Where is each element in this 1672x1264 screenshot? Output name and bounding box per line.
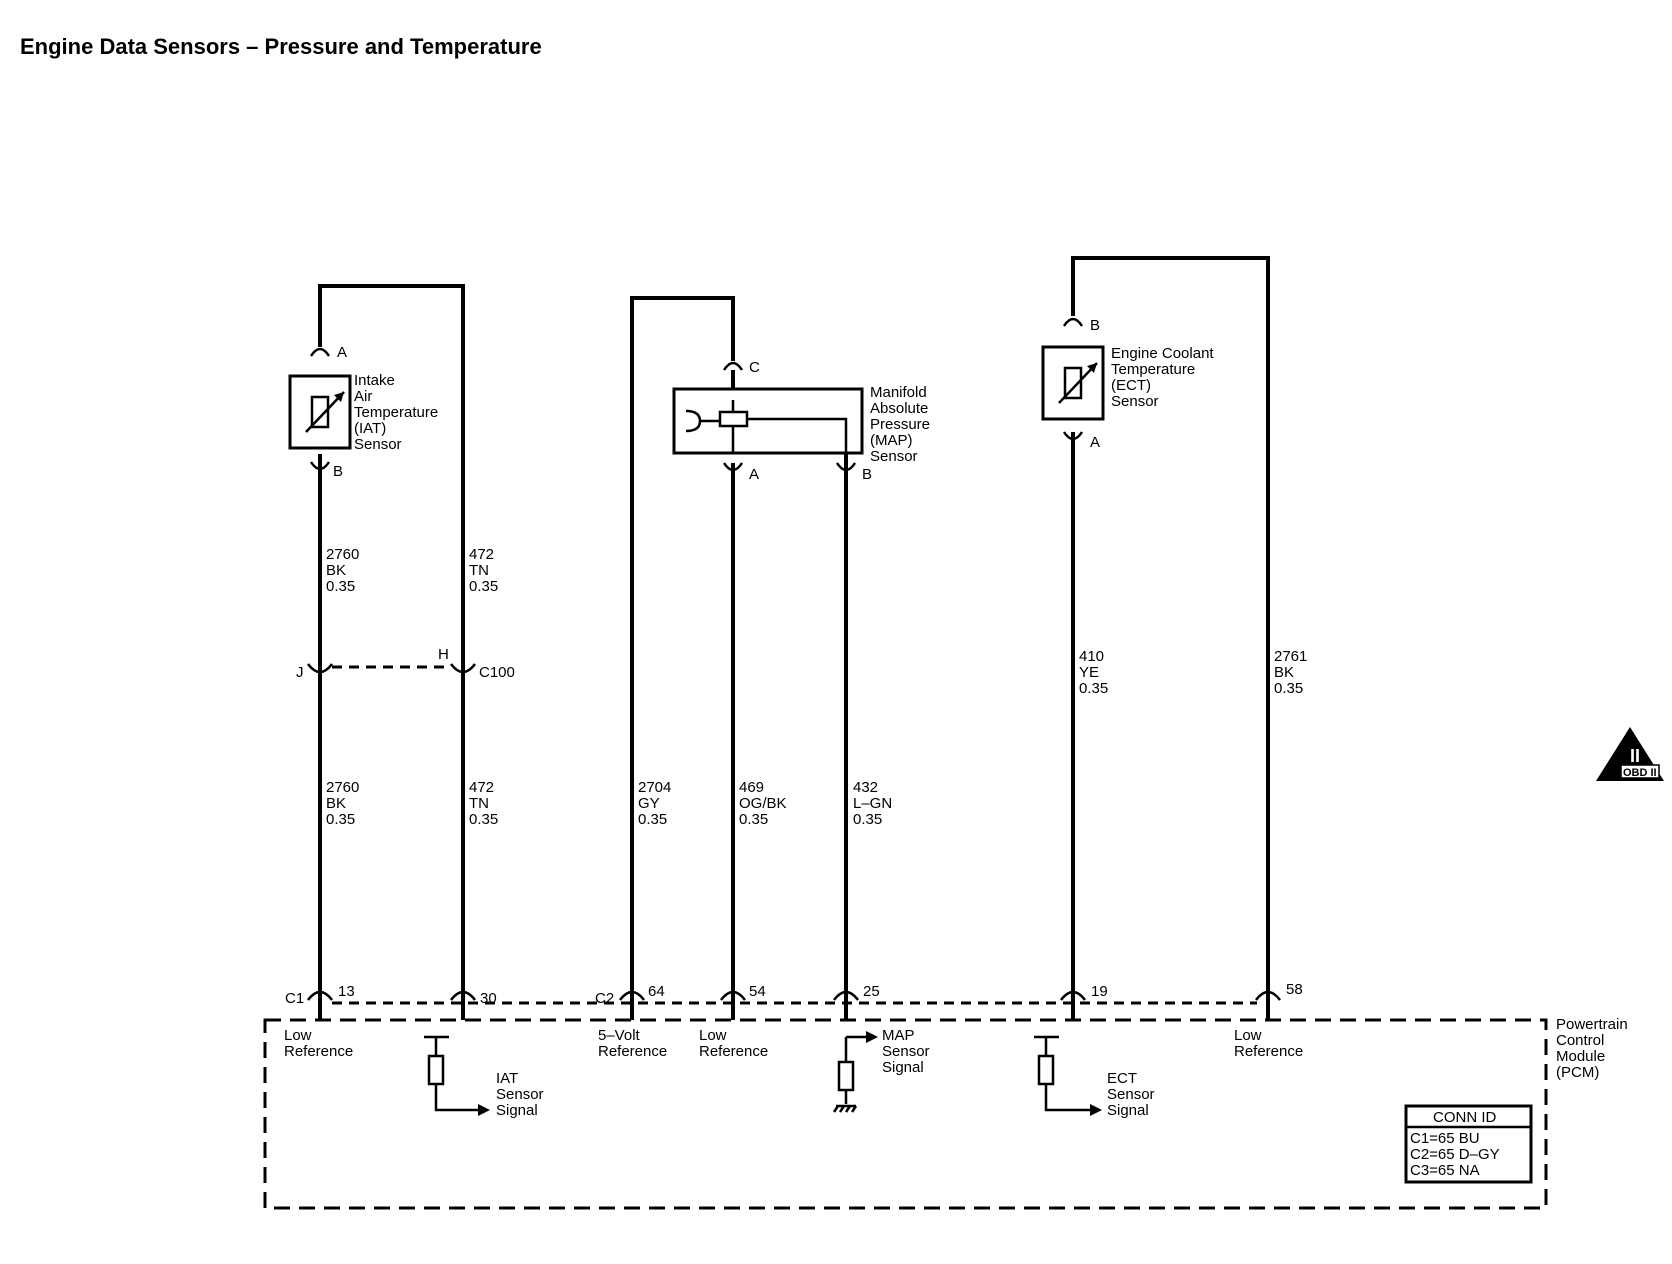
ect-low-wire-label: 2761 BK 0.35 [1274,648,1312,697]
ect-sig-wire-label: 410 YE 0.35 [1079,648,1108,697]
pcm-low-reference-2-label: Low Reference [699,1027,768,1060]
pcm-boundary [263,1018,1548,1210]
iat-pin-a-terminal [309,347,331,357]
map-5v-ref-wire [630,296,735,1000]
obd2-label: OBD II [1623,767,1657,779]
pcm-iat-signal-label: IAT Sensor Signal [496,1070,548,1119]
iat-low-lower-wire-label: 2760 BK 0.35 [326,779,364,828]
map-pulldown-circuit [832,1031,878,1113]
iat-pullup-circuit [424,1035,490,1116]
iat-sig-lower-wire-label: 472 TN 0.35 [469,779,498,828]
pcm-pin-13: 13 [338,983,355,1000]
map-pin-b-terminal [835,462,857,472]
pcm-low-reference-1-label: Low Reference [284,1027,353,1060]
c100-pin-h-terminal [450,663,476,674]
ect-pin-a-terminal [1062,431,1084,441]
map-ref-wire-label: 2704 GY 0.35 [638,779,676,828]
pcm-module: C1 C2 13 30 64 54 25 19 58 [263,981,1632,1210]
pcm-5v-reference-label: 5–Volt Reference [598,1027,667,1060]
map-pin-b-label: B [862,466,872,483]
ect-sensor-name: Engine Coolant Temperature (ECT) Sensor [1111,345,1218,410]
map-pin-c-terminal [722,361,744,371]
pcm-pin-25: 25 [863,983,880,1000]
conn-id-row: C1=65 BU [1410,1130,1480,1147]
thermistor-icon [305,391,345,433]
pcm-pin-54: 54 [749,983,766,1000]
ect-pin-b-terminal [1062,317,1084,327]
iat-circuit: A B Intake Air Temperature (IAT) Sensor … [288,284,515,1000]
map-pin-a-terminal [722,462,744,472]
conn-id-row: C2=65 D–GY [1410,1146,1500,1163]
map-pin-a-label: A [749,466,759,483]
c100-pin-j-label: J [296,664,304,681]
pcm-pin-terminals [307,990,1281,1020]
iat-sensor-name: Intake Air Temperature (IAT) Sensor [354,372,442,453]
c100-pin-h-label: H [438,646,449,663]
map-low-wire-label: 469 OG/BK 0.35 [739,779,791,828]
map-sensor-name: Manifold Absolute Pressure (MAP) Sensor [870,384,934,465]
pcm-name: Powertrain Control Module (PCM) [1556,1016,1632,1081]
obd2-badge: II OBD II [1596,727,1664,781]
obd2-numeral: II [1630,746,1640,766]
pressure-element-icon [685,400,848,453]
pcm-low-reference-3-label: Low Reference [1234,1027,1303,1060]
ect-pin-a-label: A [1090,434,1100,451]
pcm-pin-19: 19 [1091,983,1108,1000]
ect-top-loop-wire [1071,256,1270,1000]
pcm-ect-signal-label: ECT Sensor Signal [1107,1070,1159,1119]
c100-connector-label: C100 [479,664,515,681]
c100-pin-j-terminal [307,663,333,674]
thermistor-icon [1058,362,1098,404]
conn-id-row: C3=65 NA [1410,1162,1480,1179]
conn-id-table: CONN ID C1=65 BU C2=65 D–GY C3=65 NA [1404,1104,1533,1184]
iat-low-upper-wire-label: 2760 BK 0.35 [326,546,364,595]
iat-pin-b-terminal [309,461,331,471]
iat-pin-b-label: B [333,463,343,480]
map-sig-wire-label: 432 L–GN 0.35 [853,779,896,828]
pcm-connector-c2-label: C2 [595,990,614,1007]
iat-pin-a-label: A [337,344,347,361]
iat-sig-upper-wire-label: 472 TN 0.35 [469,546,498,595]
iat-top-loop-wire [318,284,465,1000]
ect-pin-b-label: B [1090,317,1100,334]
ground-icon [832,1104,858,1113]
ect-pullup-circuit [1034,1035,1102,1116]
map-circuit: C A B Manifold Absolute Pressure (MAP) S… [630,296,934,1000]
pcm-pin-64: 64 [648,983,665,1000]
conn-id-header: CONN ID [1433,1109,1497,1126]
pcm-map-signal-label: MAP Sensor Signal [882,1027,934,1076]
pcm-connector-c1-label: C1 [285,990,304,1007]
pcm-pin-58: 58 [1286,981,1303,998]
ect-circuit: B A Engine Coolant Temperature (ECT) Sen… [1041,256,1312,1000]
map-pin-c-label: C [749,359,760,376]
pcm-pin-30: 30 [480,990,497,1007]
page-title: Engine Data Sensors – Pressure and Tempe… [20,34,542,59]
